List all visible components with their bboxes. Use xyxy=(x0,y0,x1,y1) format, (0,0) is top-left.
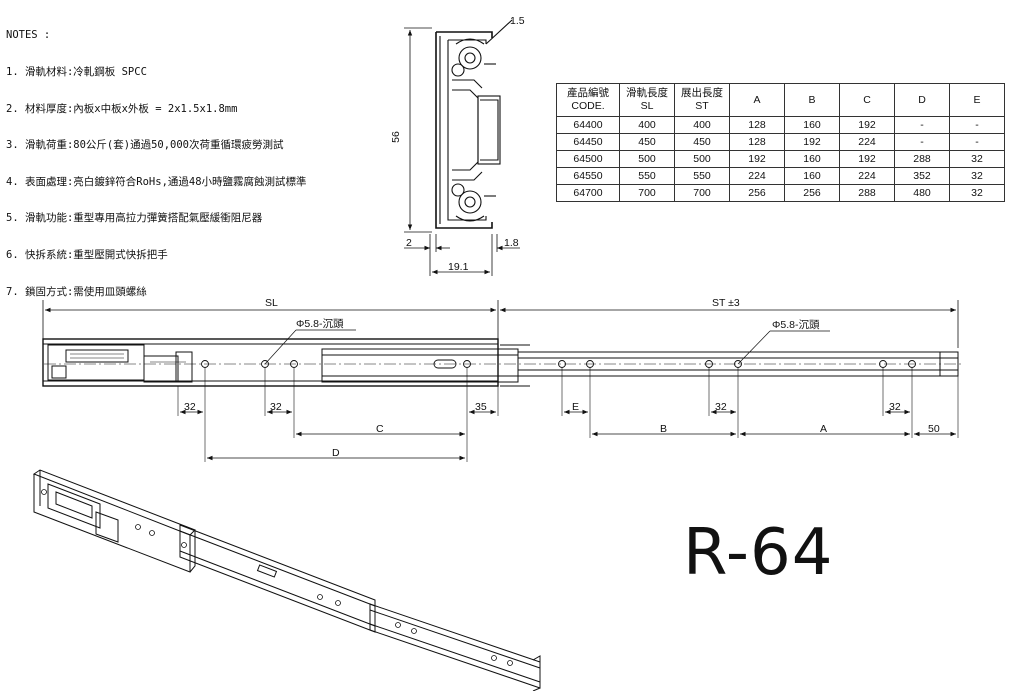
cell: 256 xyxy=(729,184,785,202)
model-title: R-64 xyxy=(683,516,834,590)
cell: 288 xyxy=(839,184,895,202)
cell: 224 xyxy=(839,167,895,185)
note-item: 3. 滑軌荷重:80公斤(套)通過50,000次荷重循環疲勞測試 xyxy=(6,139,284,152)
cell: 32 xyxy=(949,184,1005,202)
dim-a: A xyxy=(820,423,827,435)
dim-35: 35 xyxy=(475,401,487,413)
cell: 192 xyxy=(729,150,785,168)
cell: 64450 xyxy=(556,133,620,151)
cell: 160 xyxy=(784,150,840,168)
cell: 550 xyxy=(674,167,730,185)
cell: 700 xyxy=(674,184,730,202)
note-item: 2. 材料厚度:內板x中板x外板 = 2x1.5x1.8mm xyxy=(6,102,238,115)
dim-left-thickness: 2 xyxy=(406,237,412,249)
note-item: 6. 快拆系統:重型壓開式快拆把手 xyxy=(6,249,168,262)
cell: 450 xyxy=(619,133,675,151)
cell: 256 xyxy=(784,184,840,202)
cell: 160 xyxy=(784,167,840,185)
header-e: E xyxy=(949,83,1005,117)
dim-50: 50 xyxy=(928,423,940,435)
dim-32: 32 xyxy=(889,401,901,413)
note-item: 4. 表面處理:亮白鍍鋅符合RoHs,通過48小時鹽霧腐蝕測試標準 xyxy=(6,175,307,188)
notes-block: NOTES : 1. 滑軌材料:冷軋鋼板 SPCC 2. 材料厚度:內板x中板x… xyxy=(6,5,307,310)
notes-heading: NOTES : xyxy=(6,29,51,42)
dim-b: B xyxy=(660,423,667,435)
cell: 32 xyxy=(949,150,1005,168)
cell: 64550 xyxy=(556,167,620,185)
cell: - xyxy=(894,116,950,134)
cell: 352 xyxy=(894,167,950,185)
header-b: B xyxy=(784,83,840,117)
dim-e: E xyxy=(572,401,579,413)
dim-right-thickness: 1.8 xyxy=(504,237,519,249)
cell: - xyxy=(949,133,1005,151)
dim-height: 56 xyxy=(390,131,402,143)
cell: 192 xyxy=(839,150,895,168)
note-item: 7. 鎖固方式:需使用皿頭螺絲 xyxy=(6,285,147,298)
note-item: 1. 滑軌材料:冷軋鋼板 SPCC xyxy=(6,66,147,79)
isometric-view xyxy=(32,469,541,691)
cell: 128 xyxy=(729,116,785,134)
dim-32: 32 xyxy=(715,401,727,413)
cell: 480 xyxy=(894,184,950,202)
cell: 550 xyxy=(619,167,675,185)
cell: 224 xyxy=(839,133,895,151)
cell: 64500 xyxy=(556,150,620,168)
header-a: A xyxy=(729,83,785,117)
cell: 64700 xyxy=(556,184,620,202)
cell: 160 xyxy=(784,116,840,134)
hole-callout-right: Φ5.8-沉頭 xyxy=(772,318,820,331)
cell: - xyxy=(894,133,950,151)
cell: 32 xyxy=(949,167,1005,185)
cell: 500 xyxy=(674,150,730,168)
cell: 450 xyxy=(674,133,730,151)
side-view xyxy=(42,300,964,462)
cell: 400 xyxy=(674,116,730,134)
cell: 128 xyxy=(729,133,785,151)
dim-d: D xyxy=(332,447,340,459)
cell: 500 xyxy=(619,150,675,168)
hole-callout-left: Φ5.8-沉頭 xyxy=(296,317,344,330)
note-item: 5. 滑軌功能:重型專用高拉力彈簧搭配氣壓緩衝阻尼器 xyxy=(6,212,263,225)
dim-sl: SL xyxy=(265,297,278,309)
cell: 192 xyxy=(839,116,895,134)
dim-top-thickness: 1.5 xyxy=(510,15,525,27)
cross-section-view xyxy=(404,19,520,276)
cell: 192 xyxy=(784,133,840,151)
cell: 700 xyxy=(619,184,675,202)
header-c: C xyxy=(839,83,895,117)
cell: - xyxy=(949,116,1005,134)
dim-st: ST ±3 xyxy=(712,297,740,309)
dim-c: C xyxy=(376,423,384,435)
dim-32: 32 xyxy=(270,401,282,413)
dim-width: 19.1 xyxy=(448,261,469,273)
cell: 64400 xyxy=(556,116,620,134)
cell: 224 xyxy=(729,167,785,185)
header-d: D xyxy=(894,83,950,117)
cell: 400 xyxy=(619,116,675,134)
cell: 288 xyxy=(894,150,950,168)
dim-32: 32 xyxy=(184,401,196,413)
